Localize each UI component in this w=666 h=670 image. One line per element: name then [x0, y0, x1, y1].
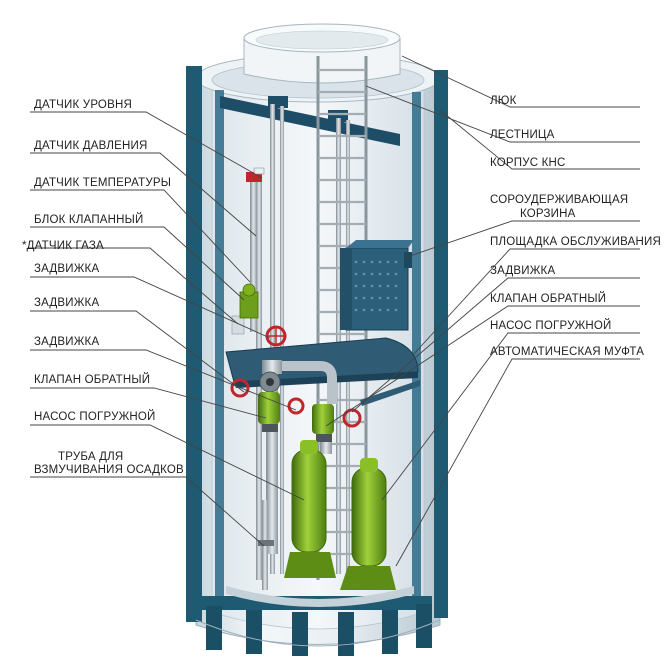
- label-gate-valve-2: ЗАДВИЖКА: [34, 297, 99, 309]
- hatch: [244, 24, 400, 83]
- label-gate-valve-1: ЗАДВИЖКА: [34, 263, 99, 275]
- label-check-valve-left: КЛАПАН ОБРАТНЫЙ: [34, 373, 150, 386]
- label-submersible-pump-left: НАСОС ПОГРУЖНОЙ: [34, 410, 156, 423]
- label-check-valve-right: КЛАПАН ОБРАТНЫЙ: [490, 292, 606, 305]
- label-submersible-pump-right: НАСОС ПОГРУЖНОЙ: [490, 319, 612, 332]
- label-gate-valve-right: ЗАДВИЖКА: [490, 265, 555, 277]
- valve-block-device: [240, 284, 258, 318]
- label-debris-basket-line1: СОРОУДЕРЖИВАЮЩАЯ: [490, 194, 628, 206]
- label-ladder: ЛЕСТНИЦА: [490, 129, 555, 141]
- label-gate-valve-3: ЗАДВИЖКА: [34, 336, 99, 348]
- label-auto-coupling: АВТОМАТИЧЕСКАЯ МУФТА: [490, 346, 644, 358]
- label-service-platform: ПЛОЩАДКА ОБСЛУЖИВАНИЯ: [490, 236, 661, 248]
- label-agitation-pipe-line2: ВЗМУЧИВАНИЯ ОСАДКОВ: [34, 464, 184, 476]
- label-agitation-pipe-line1: ТРУБА ДЛЯ: [58, 451, 123, 463]
- left-labels: ДАТЧИК УРОВНЯ ДАТЧИК ДАВЛЕНИЯ ДАТЧИК ТЕМ…: [22, 99, 184, 476]
- label-hatch: ЛЮК: [490, 95, 517, 107]
- label-debris-basket-line2: КОРЗИНА: [520, 208, 576, 220]
- label-level-sensor: ДАТЧИК УРОВНЯ: [34, 99, 132, 111]
- label-gas-sensor: *ДАТЧИК ГАЗА: [22, 240, 104, 252]
- gas-sensor-device: [232, 316, 244, 334]
- right-labels: ЛЮК ЛЕСТНИЦА КОРПУС КНС СОРОУДЕРЖИВАЮЩАЯ…: [490, 95, 661, 358]
- label-station-housing: КОРПУС КНС: [490, 157, 566, 169]
- label-pressure-sensor: ДАТЧИК ДАВЛЕНИЯ: [34, 140, 148, 152]
- label-temperature-sensor: ДАТЧИК ТЕМПЕРАТУРЫ: [34, 177, 171, 189]
- debris-basket: [340, 240, 414, 330]
- label-valve-block: БЛОК КЛАПАННЫЙ: [34, 213, 144, 226]
